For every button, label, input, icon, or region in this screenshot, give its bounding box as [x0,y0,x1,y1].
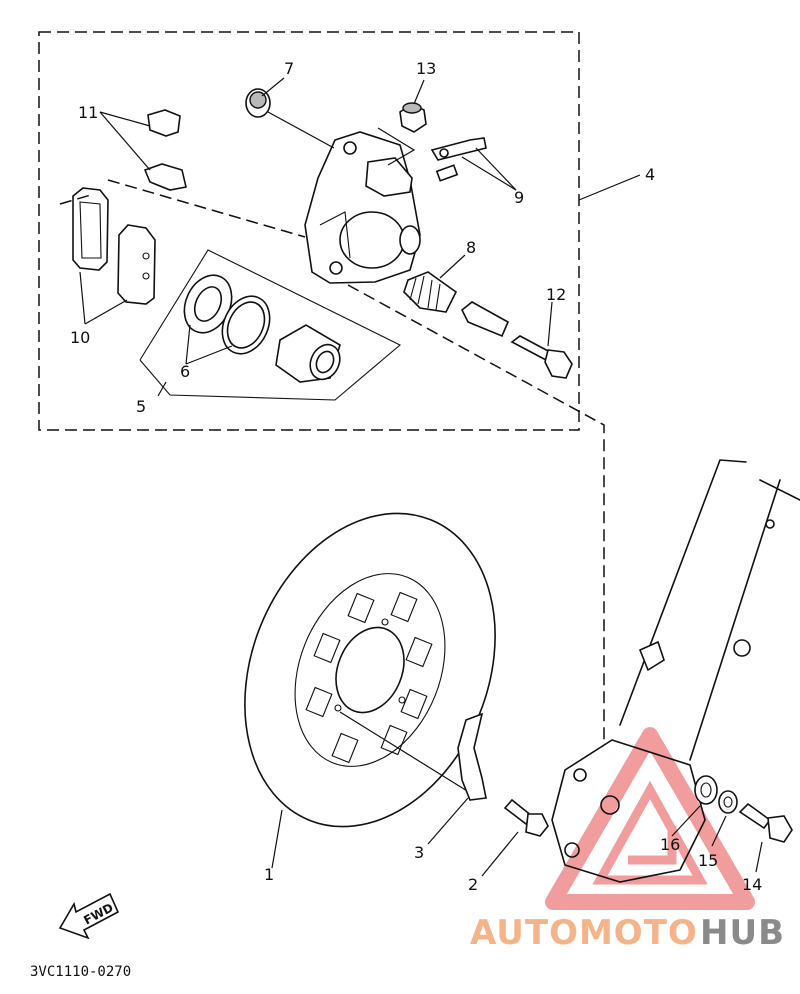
mount-bolt [738,802,793,843]
mount-washer [718,790,738,814]
callout-16: 16 [660,835,680,854]
piston-seals [183,274,271,355]
callout-4: 4 [645,165,655,184]
callout-1: 1 [264,865,274,884]
callout-12: 12 [546,285,566,304]
watermark-part-b: HUB [700,913,785,953]
caliper-assembly-boundary [38,31,580,431]
mount-spacer [694,775,718,805]
callout-15: 15 [698,851,718,870]
callout-5: 5 [136,397,146,416]
watermark-logo [545,727,755,910]
callout-leaders [79,77,763,877]
brake-pads [72,187,156,305]
pad-shims [143,109,187,191]
lock-plate [457,712,487,801]
caliper-cap [245,88,271,118]
seal-kit-bracket [139,249,401,401]
front-fork-leg [551,459,800,883]
pin-boot [403,271,458,313]
callout-13: 13 [416,59,436,78]
callout-6: 6 [180,362,190,381]
bleed-screw [430,137,487,182]
caliper-piston [275,324,341,383]
callout-7: 7 [284,59,294,78]
callout-8: 8 [466,238,476,257]
callout-3: 3 [414,843,424,862]
callout-14: 14 [742,875,762,894]
pin-sleeve [460,301,510,338]
callout-11: 11 [78,103,98,122]
watermark-part-a: AUTOMOTO [470,913,698,953]
brake-disc [244,512,496,828]
watermark-text: AUTOMOTO HUB [470,913,785,953]
forward-direction-arrow: FWD [58,892,120,940]
disc-bolt [503,798,549,837]
callout-9: 9 [514,188,524,207]
caliper-body [304,131,421,284]
assembly-to-fork-leader [347,284,605,740]
caliper-bolt [510,335,573,379]
callout-10: 10 [70,328,90,347]
callout-2: 2 [468,875,478,894]
bleed-cap [399,102,427,133]
diagram-code: 3VC1110-0270 [30,964,131,980]
